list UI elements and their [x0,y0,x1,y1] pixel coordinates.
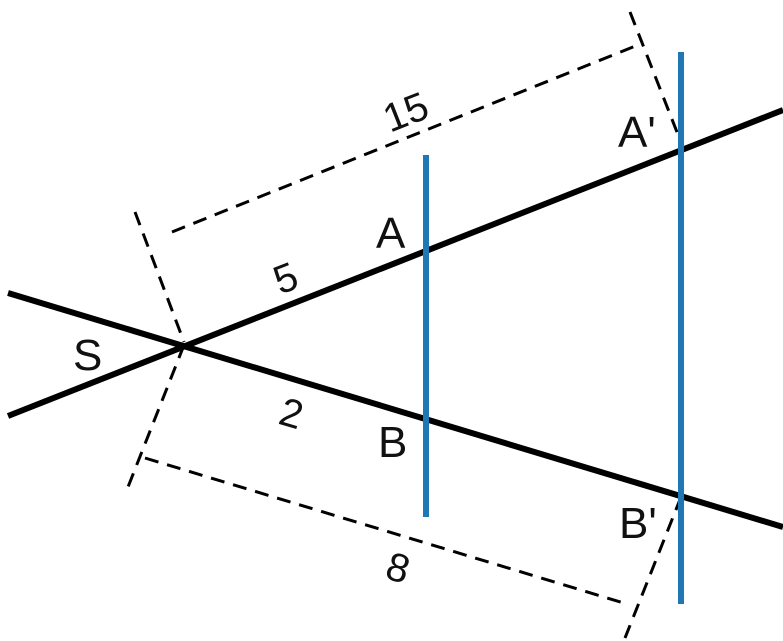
lower-ray [7,290,783,530]
length-label-sb-prime: 8 [381,544,415,593]
length-label-sa: 5 [267,254,304,303]
point-label-a: A [376,209,406,258]
length-label-sa-prime: 15 [377,84,435,141]
lower-extension-right [623,496,683,639]
upper-dimension-bracket [133,11,686,343]
upper-extension-left [133,211,186,343]
point-label-b-prime: B' [619,499,657,548]
point-label-b: B [378,418,407,467]
upper-extension-right [628,11,686,151]
upper-dimension-line [171,41,644,234]
point-label-s: S [73,331,102,380]
parallel-lines [423,52,684,604]
length-label-sb: 2 [274,390,308,439]
point-label-a-prime: A' [618,108,656,157]
lower-dimension-line [144,456,628,606]
rays [6,107,783,530]
upper-ray [6,107,783,419]
lower-dimension-bracket [126,344,683,639]
lower-extension-left [126,344,186,488]
